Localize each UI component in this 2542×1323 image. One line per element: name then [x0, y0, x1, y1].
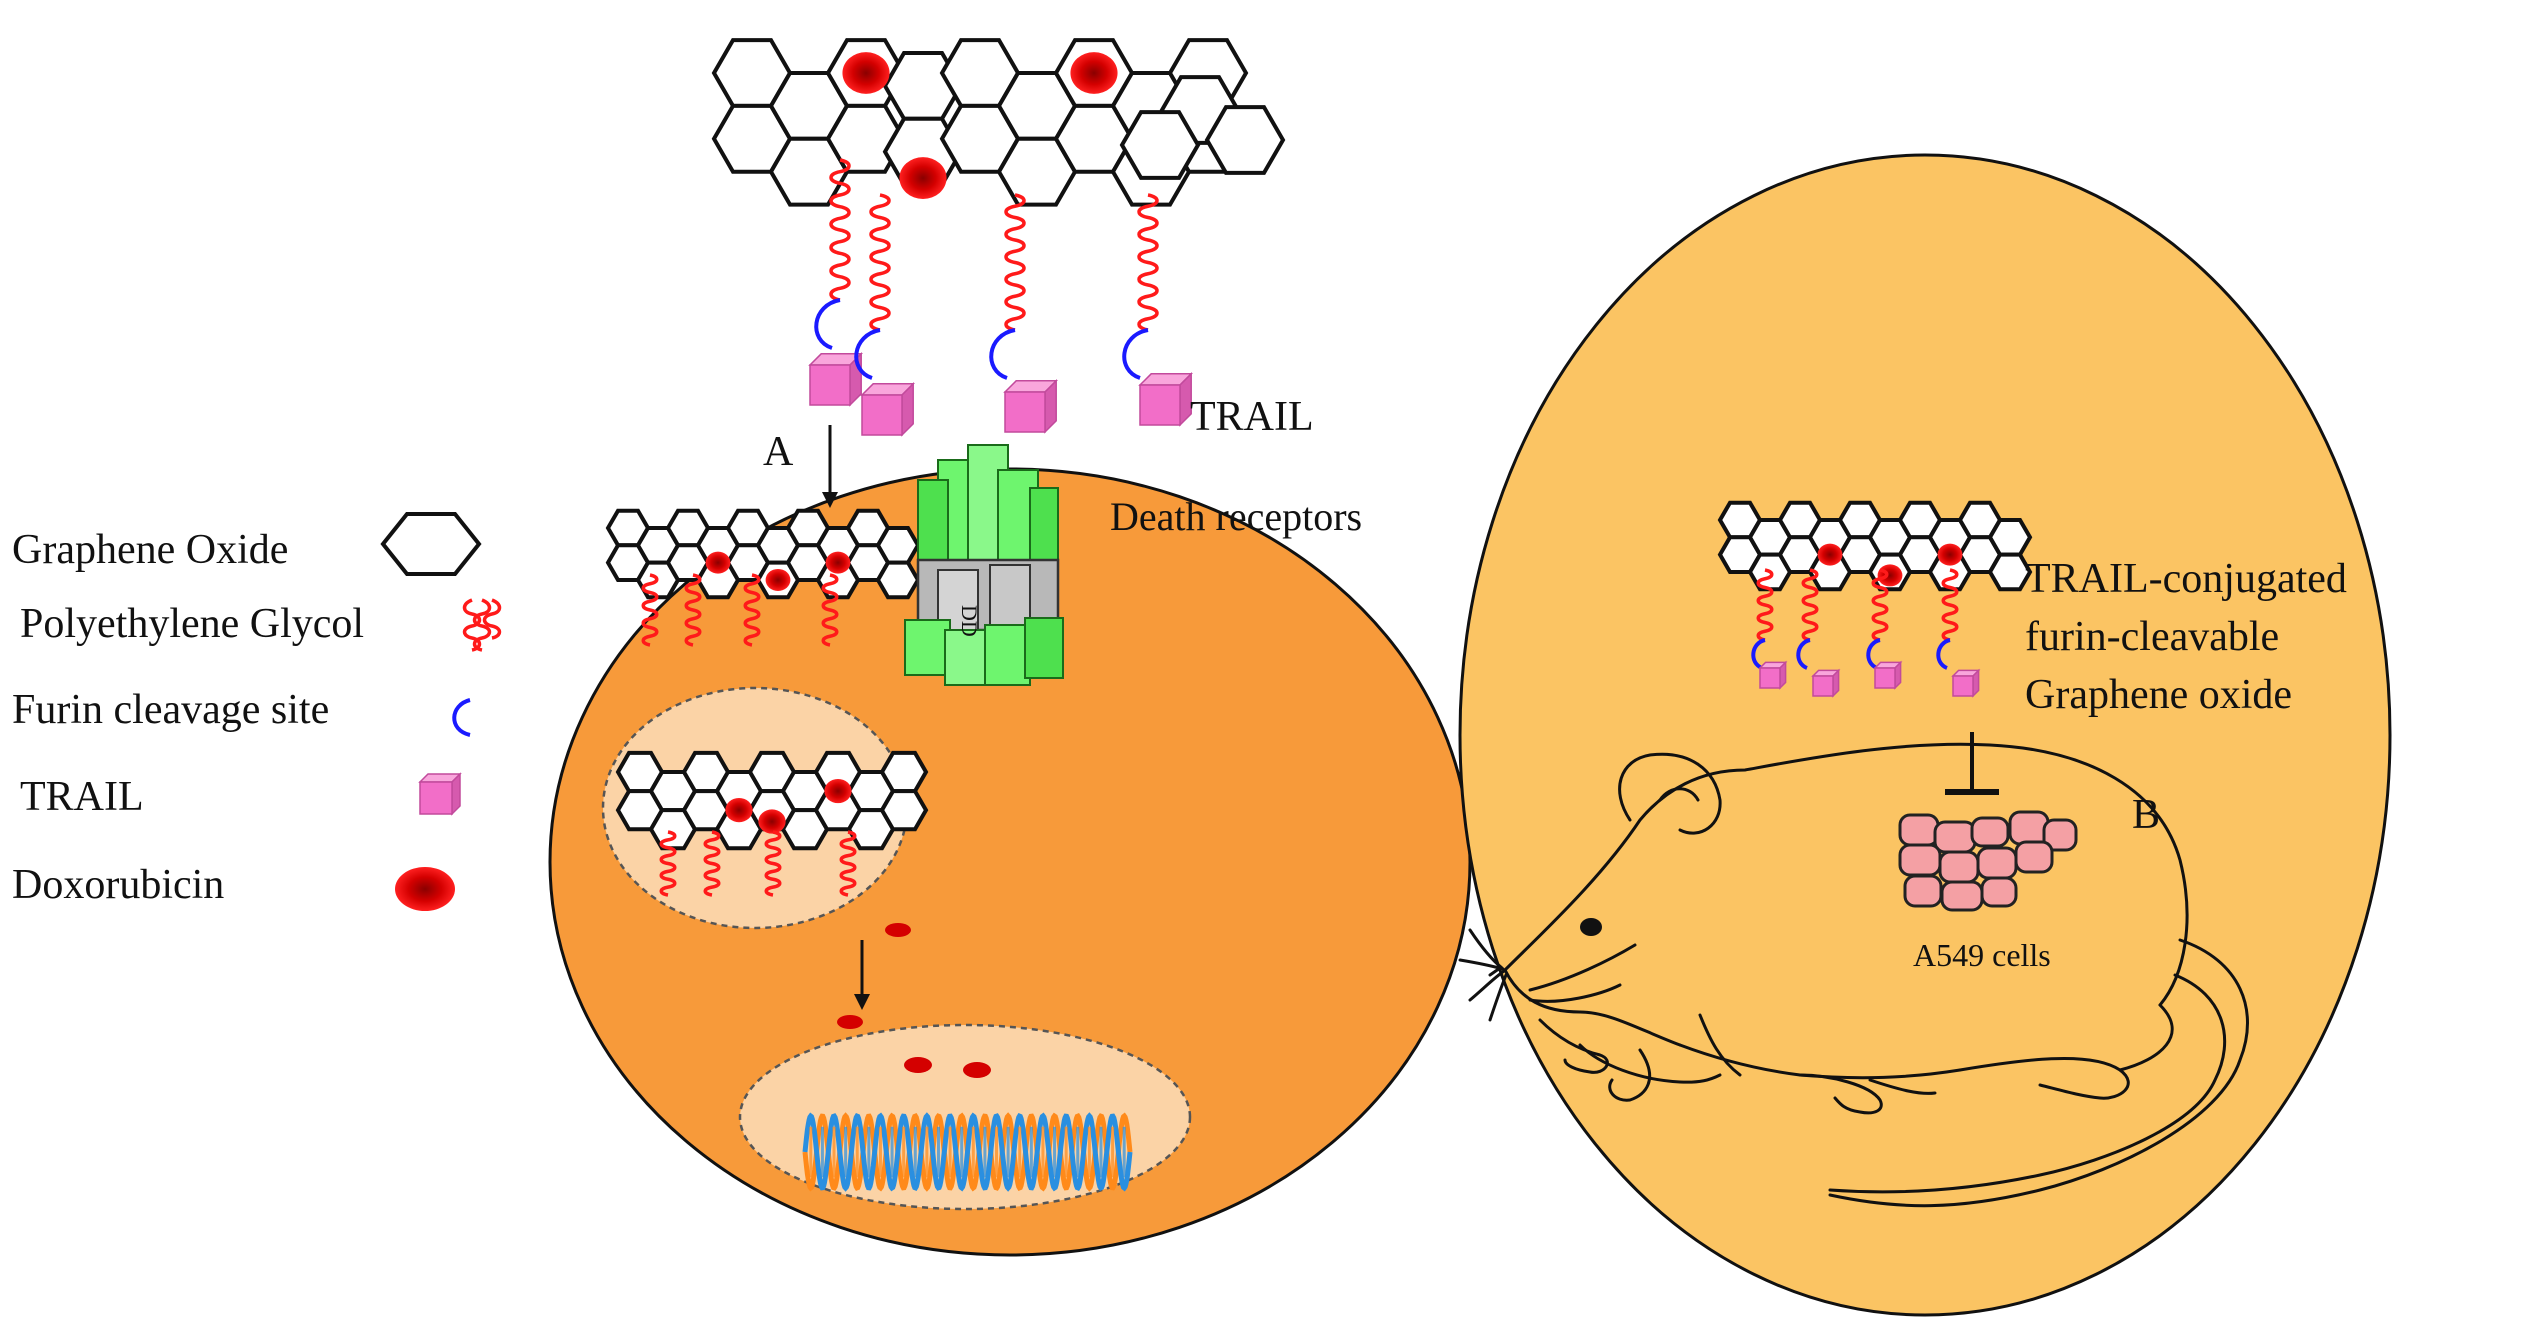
tumor-cell [2042, 818, 2078, 852]
legend: Graphene Oxide Polyethylene Glycol Furin… [12, 512, 502, 911]
trail-protein [1952, 675, 1974, 697]
peg-chain [703, 830, 721, 897]
doxorubicin-molecule [725, 798, 753, 823]
death-receptor: DD [904, 444, 1064, 686]
peg-chain [1801, 568, 1819, 642]
graphene-hexagon [879, 750, 929, 794]
graphene-hexagon [879, 789, 929, 832]
furin-cleavage-site [1796, 638, 1811, 670]
death-receptors-label: Death receptors [1110, 494, 1362, 539]
tumor-cells [1898, 810, 2078, 912]
panel-a-label: A [763, 429, 794, 475]
graphene-hexagon [875, 560, 921, 600]
tumor-cell [1976, 846, 2018, 880]
tumor-cell [1903, 874, 1943, 908]
graphene-oxide-sheet-panel-b [1717, 500, 2033, 592]
legend-graphene-oxide-label: Graphene Oxide [12, 527, 288, 573]
tumor-cell [1938, 850, 1980, 884]
peg-chain [821, 573, 839, 647]
peg-chain [764, 830, 782, 897]
trail-protein [861, 394, 903, 436]
conjugate-label-line2: furin-cleavable [2025, 614, 2279, 660]
furin-cleavage-site [854, 328, 881, 380]
doxorubicin-molecule [765, 568, 791, 591]
doxorubicin-molecule [1070, 52, 1118, 94]
doxorubicin-molecule [825, 551, 851, 574]
mouse-eye [1580, 918, 1602, 936]
graphene-hexagon [875, 526, 921, 565]
trail-protein [1874, 667, 1896, 689]
dna-helix [802, 1112, 1133, 1192]
mouse-illustration [1458, 742, 2249, 1208]
tumor-cell [1940, 880, 1984, 912]
legend-trail-label: TRAIL [20, 774, 144, 820]
furin-cleavage-site [1122, 328, 1149, 380]
hexagon-icon [380, 512, 482, 576]
peg-chain [1756, 568, 1774, 642]
doxorubicin-molecule [1877, 564, 1903, 587]
trail-protein [1004, 391, 1046, 433]
conjugate-label-line3: Graphene oxide [2025, 672, 2292, 718]
graphene-oxide-sheet-surface [605, 508, 921, 600]
peg-chain [641, 573, 659, 647]
peg-chains [641, 158, 1981, 897]
furin-cleavage-site [1936, 638, 1951, 670]
trail-label: TRAIL [1190, 394, 1314, 440]
doxorubicin-molecule [824, 778, 852, 804]
arc-icon [452, 698, 471, 737]
peg-chain [869, 193, 891, 332]
legend-doxorubicin-label: Doxorubicin [12, 862, 224, 908]
tumor-cell [2008, 810, 2050, 846]
conjugate-label-line1: TRAIL-conjugated [2025, 556, 2347, 602]
tumor-cell [1970, 816, 2010, 848]
tumor-cell [1980, 876, 2018, 908]
peg-chain [1941, 568, 1959, 642]
red-dot-icon [395, 867, 455, 911]
doxorubicin-molecule [705, 551, 731, 574]
trail-protein [1812, 675, 1834, 697]
trail-protein [809, 364, 851, 406]
trail-protein [1759, 667, 1781, 689]
graphene-oxide-sheet-top [711, 38, 1286, 207]
doxorubicin-molecule [1817, 543, 1843, 566]
legend-furin-cleavage-label: Furin cleavage site [12, 687, 329, 733]
panel-b-circle [1458, 153, 2392, 1317]
peg-chain [1004, 193, 1026, 332]
binding-arrow [822, 425, 838, 508]
tumor-cell [1898, 813, 1940, 847]
peg-chain [1871, 568, 1889, 642]
graphene-hexagon [1987, 518, 2033, 557]
peg-chain [684, 573, 702, 647]
furin-cleavage-site [1866, 638, 1881, 670]
peg-chain [839, 830, 857, 897]
cube-icon [418, 772, 462, 816]
tumor-cell [1933, 820, 1977, 854]
inhibition-symbol [1945, 732, 1999, 795]
furin-cleavage-site [1751, 638, 1766, 670]
released-doxorubicin [837, 923, 991, 1078]
panel-b-label: B [2132, 792, 2160, 838]
doxorubicin-molecule [1937, 543, 1963, 566]
graphene-hexagon [1119, 110, 1201, 180]
graphene-oxide-sheet-endosome [615, 750, 929, 851]
peg-chain [743, 573, 761, 647]
tumor-cell [1898, 843, 1942, 877]
furin-cleavage-site [989, 328, 1016, 380]
graphene-hexagon [1204, 105, 1286, 175]
graphene-hexagon [1987, 552, 2033, 592]
doxorubicin-molecule [899, 157, 947, 199]
legend-polyethylene-glycol-label: Polyethylene Glycol [20, 601, 364, 647]
receptor-dd-text: DD [957, 605, 982, 637]
peg-chain [659, 830, 677, 897]
peg-chain [1137, 193, 1159, 332]
release-arrow [854, 940, 870, 1010]
trail-protein [1139, 384, 1181, 426]
peg-chain [829, 158, 851, 302]
tumor-cell [2014, 840, 2054, 874]
furin-cleavage-site [814, 298, 841, 350]
doxorubicin-molecule [842, 52, 890, 94]
doxorubicin-molecule [758, 809, 786, 834]
a549-cells-label: A549 cells [1913, 937, 2051, 973]
